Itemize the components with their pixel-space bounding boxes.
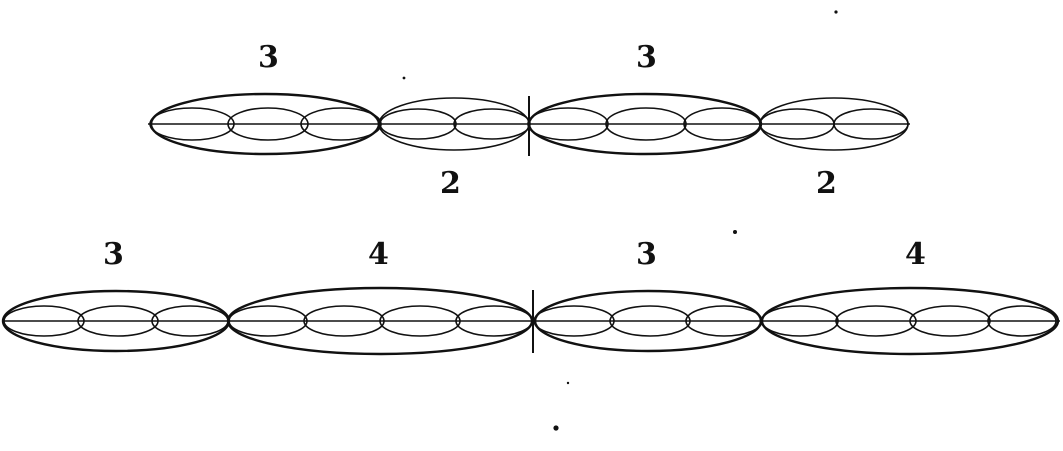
- row-2-group-2-beat-4: [455, 305, 533, 337]
- row-2-group-1-count: 3: [103, 237, 124, 272]
- speck: [402, 76, 406, 80]
- row-1-group-3-arcs: [527, 92, 763, 156]
- row-1-group-1-beat-3: [300, 107, 382, 141]
- row-1-group-1-beat-2: [227, 107, 309, 141]
- speck: [553, 425, 559, 431]
- row-2-group-4-beat-4: [987, 305, 1057, 337]
- row-2: 3 4 3 4: [1, 237, 1060, 356]
- row-1-group-4-count: 2: [816, 166, 837, 201]
- speck: [834, 10, 838, 14]
- row-1-group-4-arcs: [759, 97, 909, 151]
- row-2-group-3-beat-2: [609, 305, 691, 337]
- row-1-group-4-beat-2: [833, 108, 909, 140]
- speck: [566, 381, 570, 385]
- row-2-group-4-beat-2: [835, 305, 917, 337]
- row-1-group-1-count: 3: [258, 40, 279, 75]
- row-2-group-4-count: 4: [905, 237, 926, 272]
- row-2-group-2-beat-3: [379, 305, 461, 337]
- print-specks: [402, 10, 838, 431]
- row-2-group-4-arcs: [760, 286, 1060, 356]
- row-2-group-2-arcs: [226, 286, 534, 356]
- row-2-group-1-beat-1: [3, 305, 85, 337]
- row-1: 3 2 3 2: [148, 40, 910, 201]
- row-1-group-2-count: 2: [440, 166, 461, 201]
- row-2-group-2-count: 4: [368, 237, 389, 272]
- row-2-group-4-beat-1: [761, 305, 839, 337]
- row-1-group-3-beat-1: [527, 107, 609, 141]
- row-1-group-1-beat-1: [149, 107, 235, 141]
- row-2-group-4-beat-3: [909, 305, 991, 337]
- row-1-group-3-count: 3: [636, 40, 657, 75]
- row-2-group-2-beat-2: [303, 305, 385, 337]
- row-1-group-3-outer-loop: [527, 92, 763, 156]
- row-2-group-1-beat-2: [77, 305, 159, 337]
- speck: [733, 230, 737, 234]
- row-1-group-3-beat-2: [605, 107, 687, 141]
- row-2-group-3-count: 3: [636, 237, 657, 272]
- row-2-group-3-beat-1: [533, 305, 615, 337]
- row-1-group-2-beat-1: [379, 108, 457, 140]
- row-2-group-2-beat-1: [228, 305, 308, 337]
